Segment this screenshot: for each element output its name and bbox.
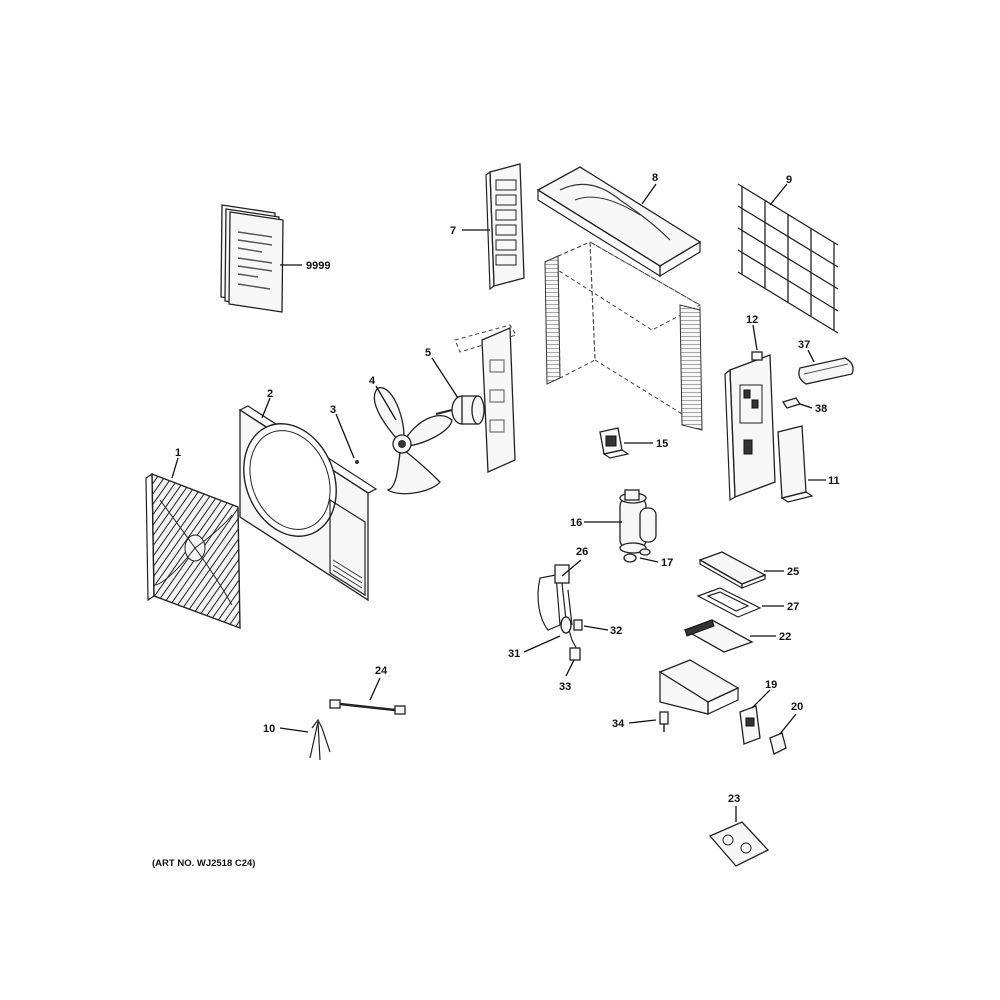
reversing-valve-assembly xyxy=(537,564,581,656)
callout-5: 5 xyxy=(425,347,431,359)
terminal-block xyxy=(739,705,761,745)
fan-motor xyxy=(435,395,485,425)
fan-nut xyxy=(355,460,359,464)
callout-19: 19 xyxy=(765,679,777,691)
sensor-clip xyxy=(309,718,331,761)
callout-20: 20 xyxy=(791,701,803,713)
callout-11: 11 xyxy=(828,475,840,487)
manual-booklet xyxy=(220,204,284,313)
callout-3: 3 xyxy=(330,404,336,416)
callout-23: 23 xyxy=(728,793,740,805)
callout-15: 15 xyxy=(656,438,668,450)
callout-1: 1 xyxy=(175,447,181,459)
callout-2: 2 xyxy=(267,388,273,400)
connector xyxy=(769,732,787,755)
main-control-board xyxy=(683,619,754,653)
callout-37: 37 xyxy=(798,339,810,351)
art-number: (ART NO. WJ2518 C24) xyxy=(152,858,255,869)
leader-lines xyxy=(171,183,826,822)
mounting-bracket xyxy=(708,821,770,867)
callout-24: 24 xyxy=(375,665,388,677)
callout-25: 25 xyxy=(787,566,799,578)
wire-guard xyxy=(737,183,839,334)
callout-10: 10 xyxy=(263,723,275,735)
cover-bracket xyxy=(777,425,814,503)
callout-16: 16 xyxy=(570,517,582,529)
gasket-roll xyxy=(798,357,854,385)
callout-8: 8 xyxy=(652,172,658,184)
temperature-sensor xyxy=(659,711,669,732)
callout-33: 33 xyxy=(559,681,571,693)
compressor-grommet xyxy=(623,548,651,563)
condenser-coil xyxy=(543,241,703,431)
pcb-frame xyxy=(696,587,762,618)
top-cover xyxy=(536,166,702,278)
service-valve xyxy=(573,619,583,631)
callout-34: 34 xyxy=(612,718,625,730)
reactor xyxy=(599,427,630,459)
callout-4: 4 xyxy=(369,375,376,387)
callout-17: 17 xyxy=(661,557,673,569)
small-clip xyxy=(781,397,802,409)
callout-9: 9 xyxy=(786,174,792,186)
callout-27: 27 xyxy=(787,601,799,613)
fan-blade xyxy=(373,387,453,495)
wire-harness xyxy=(329,699,406,715)
callout-32: 32 xyxy=(610,625,622,637)
callout-labels: 9999 1 2 3 4 5 7 8 9 12 37 38 11 15 16 1… xyxy=(175,172,840,805)
control-panel xyxy=(724,351,776,502)
callout-38: 38 xyxy=(815,403,827,415)
callout-9999: 9999 xyxy=(306,260,330,272)
callout-31: 31 xyxy=(508,648,520,660)
callout-22: 22 xyxy=(779,631,791,643)
callout-12: 12 xyxy=(746,314,758,326)
front-panel xyxy=(238,405,378,602)
electrical-box xyxy=(658,659,740,715)
side-louver-panel xyxy=(485,163,525,291)
callout-7: 7 xyxy=(450,225,456,237)
valve-fitting xyxy=(569,647,581,661)
pcb-cover xyxy=(698,551,767,590)
motor-bracket xyxy=(454,324,517,473)
compressor xyxy=(619,489,657,554)
front-grille xyxy=(145,472,241,630)
callout-26: 26 xyxy=(576,546,588,558)
